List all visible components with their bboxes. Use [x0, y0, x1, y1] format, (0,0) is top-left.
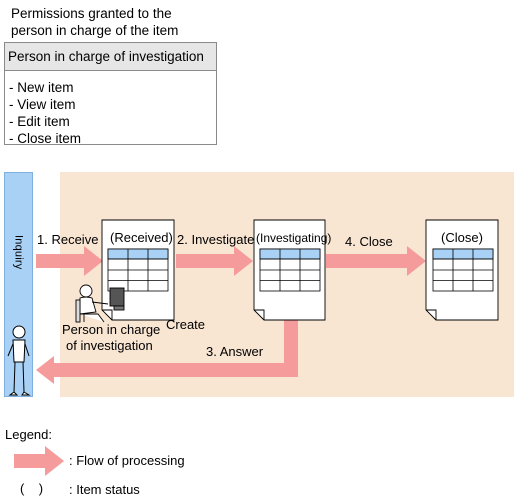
permission-item: - New item [9, 80, 74, 95]
receive-label: 1. Receive [37, 232, 99, 247]
legend-flow-label: : Flow of processing [69, 453, 185, 468]
permissions-box-header: Person in charge of investigation [5, 43, 216, 71]
receive-arrow [36, 246, 103, 276]
investigate-arrow [176, 246, 253, 276]
inquiry-label: Inquiry [12, 234, 25, 270]
legend-status-symbol: ( ) [20, 481, 44, 496]
status-close: (Close) [441, 230, 483, 245]
legend-flow-arrow [14, 446, 64, 476]
investigating-document [253, 219, 326, 321]
close-step-label: 4. Close [345, 234, 393, 249]
status-received: (Received) [110, 230, 173, 245]
legend-status-label: : Item status [69, 482, 140, 497]
person-label-line1: Person in charge [62, 322, 161, 337]
answer-label: 3. Answer [206, 344, 264, 359]
legend-title: Legend: [5, 427, 52, 442]
permission-item: - View item [9, 97, 76, 112]
close-document [425, 219, 499, 321]
person-label-line2: of investigation [66, 338, 153, 353]
close-arrow [326, 246, 426, 276]
investigate-label: 2. Investigate [177, 232, 255, 247]
create-label: Create [166, 317, 206, 332]
inquiry-person-icon [7, 325, 31, 396]
permissions-title: Permissions granted to the person in cha… [11, 6, 179, 38]
status-investigating: (Investigating) [256, 231, 332, 245]
permission-item: - Close item [9, 131, 82, 146]
permission-item: - Edit item [9, 114, 70, 129]
person-at-computer-icon [75, 284, 125, 323]
permissions-box: Person in charge of investigation - New … [4, 42, 217, 147]
answer-arrow [36, 317, 298, 384]
permissions-list: - New item - View item - Edit item - Clo… [5, 71, 216, 147]
